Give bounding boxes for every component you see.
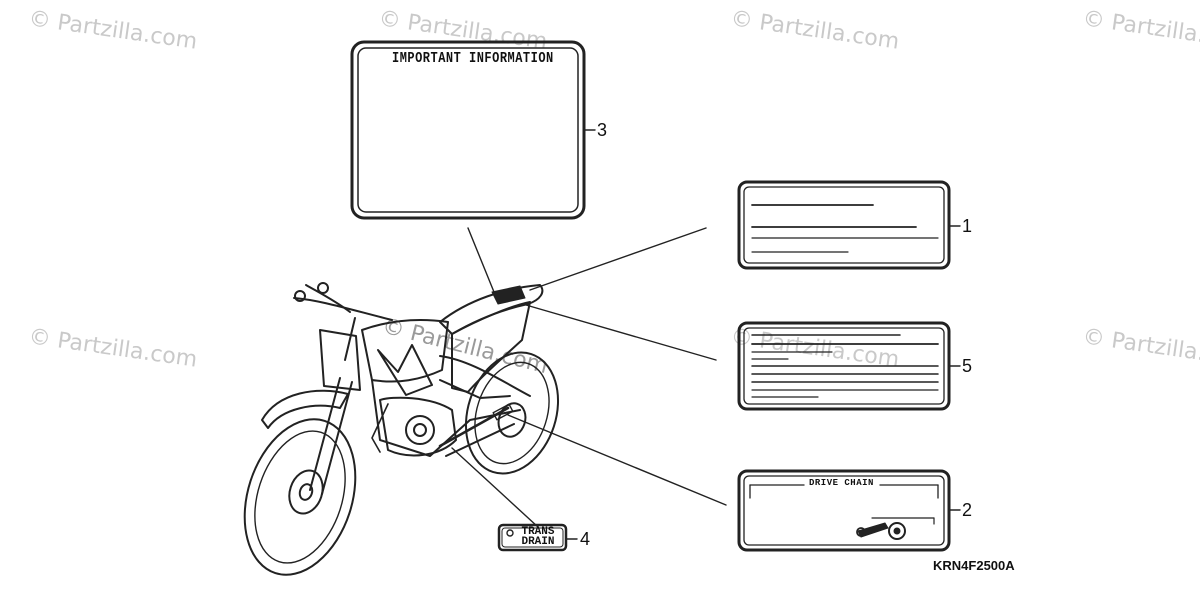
callout-2[interactable]: 2 (962, 500, 973, 520)
important-information-label[interactable] (350, 40, 586, 220)
diagram-code: KRN4F2500A (933, 558, 1015, 573)
trans-drain-line1: TRANS (521, 526, 555, 538)
trans-drain-line2: DRAIN (521, 536, 555, 548)
label-part-5[interactable] (737, 321, 951, 411)
important-information-title: IMPORTANT INFORMATION (392, 49, 554, 67)
callout-1[interactable]: 1 (962, 216, 973, 236)
leader-lines (451, 129, 961, 540)
dirt-bike-illustration (243, 282, 560, 576)
drain-icon (506, 529, 514, 537)
chain-adjuster-icon (856, 517, 935, 540)
label-part-1[interactable] (737, 180, 951, 270)
callout-4[interactable]: 4 (580, 529, 591, 549)
callout-5[interactable]: 5 (962, 356, 973, 376)
callout-3[interactable]: 3 (597, 120, 608, 140)
trans-drain-label[interactable] (497, 523, 568, 552)
drive-chain-title: DRIVE CHAIN (809, 478, 874, 488)
